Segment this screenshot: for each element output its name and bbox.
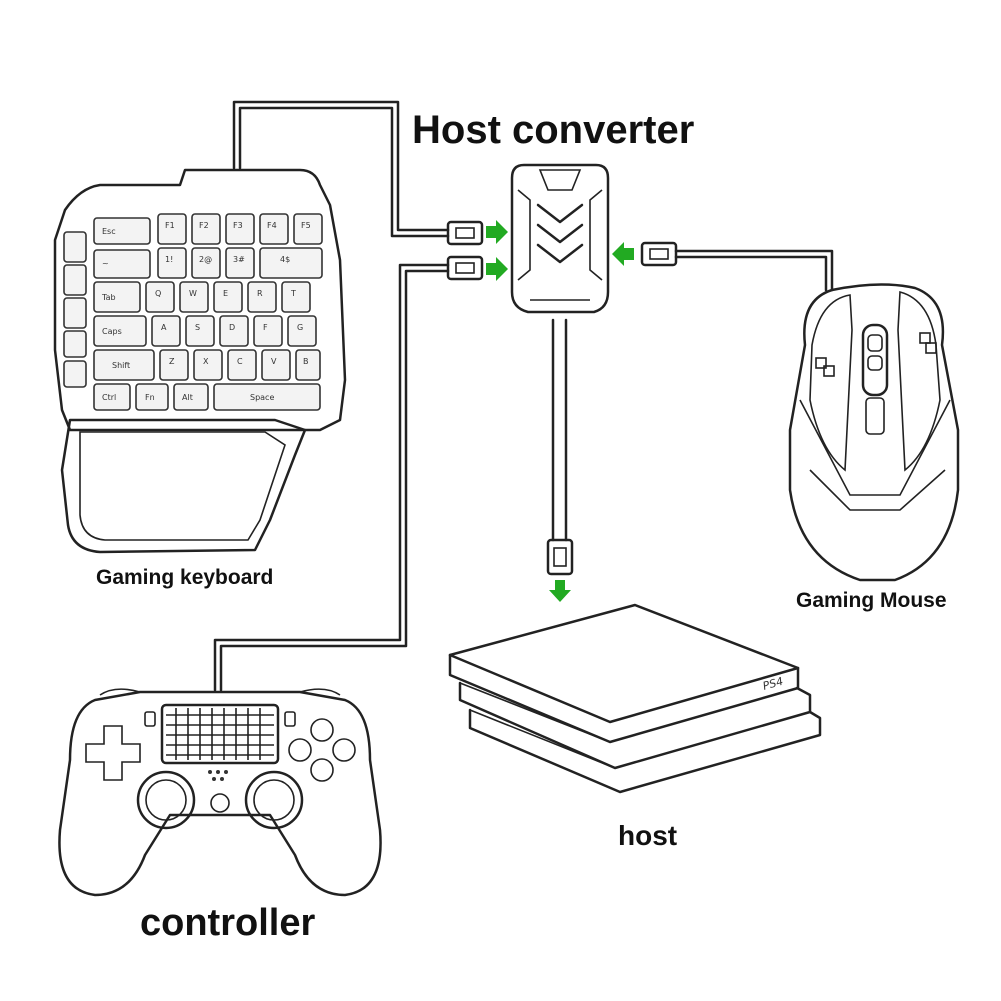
usb-plug-icon	[446, 220, 484, 246]
controller-cable	[213, 263, 450, 692]
key-label: E	[223, 289, 228, 298]
keyboard-legends: Esc F1 F2 F3 F4 F5 ~ 1! 2@ 3# 4$ Tab Q W…	[101, 221, 311, 402]
green-arrow-icon	[612, 242, 634, 266]
host-label: host	[618, 820, 678, 851]
mouse-icon	[788, 283, 960, 582]
key-label: Space	[250, 393, 274, 402]
mouse-cable	[674, 249, 834, 292]
key-label: A	[161, 323, 167, 332]
key-label: Alt	[182, 393, 193, 402]
key-label: F4	[267, 221, 277, 230]
keyboard-icon: Esc F1 F2 F3 F4 F5 ~ 1! 2@ 3# 4$ Tab Q W…	[53, 168, 347, 554]
key-label: 1!	[165, 255, 173, 264]
key-label: F3	[233, 221, 243, 230]
key-label: D	[229, 323, 235, 332]
key-label: Fn	[145, 393, 155, 402]
console-brand-mark: PS4	[761, 675, 784, 693]
usb-plug-icon	[546, 538, 574, 576]
key-label: ~	[102, 259, 109, 268]
key-label: T	[290, 289, 296, 298]
usb-plug-icon	[446, 255, 484, 281]
dpad-icon	[85, 725, 141, 781]
key-label: 3#	[233, 255, 245, 264]
key-label: Ctrl	[102, 393, 116, 402]
key-label: Esc	[102, 227, 116, 236]
green-arrow-icon	[549, 580, 571, 602]
mouse-label: Gaming Mouse	[796, 589, 947, 612]
key-label: F2	[199, 221, 209, 230]
green-arrow-icon	[486, 220, 508, 244]
key-label: Caps	[102, 327, 122, 336]
key-label: 4$	[280, 255, 290, 264]
key-label: Z	[169, 357, 175, 366]
key-label: 2@	[199, 255, 212, 264]
keyboard-keys	[93, 213, 323, 411]
gamepad-icon	[58, 688, 382, 897]
cables	[213, 100, 834, 692]
green-arrow-icon	[486, 257, 508, 281]
key-label: V	[271, 357, 277, 366]
key-label: C	[237, 357, 243, 366]
key-label: F5	[301, 221, 311, 230]
diagram-title: Host converter	[412, 108, 695, 152]
key-label: G	[297, 323, 303, 332]
controller-label: controller	[140, 902, 316, 944]
key-label: F1	[165, 221, 175, 230]
key-label: F	[263, 323, 268, 332]
keyboard-cable	[232, 100, 450, 232]
key-label: X	[203, 357, 209, 366]
key-label: R	[257, 289, 263, 298]
key-label: Q	[155, 289, 161, 298]
console-icon: PS4	[448, 603, 822, 794]
usb-plug-icon	[640, 241, 678, 267]
converter-icon	[510, 163, 610, 314]
key-label: S	[195, 323, 200, 332]
key-label: B	[303, 357, 309, 366]
key-label: Shift	[112, 361, 130, 370]
key-label: Tab	[101, 293, 116, 302]
key-label: W	[189, 289, 197, 298]
keyboard-label: Gaming keyboard	[96, 566, 274, 589]
